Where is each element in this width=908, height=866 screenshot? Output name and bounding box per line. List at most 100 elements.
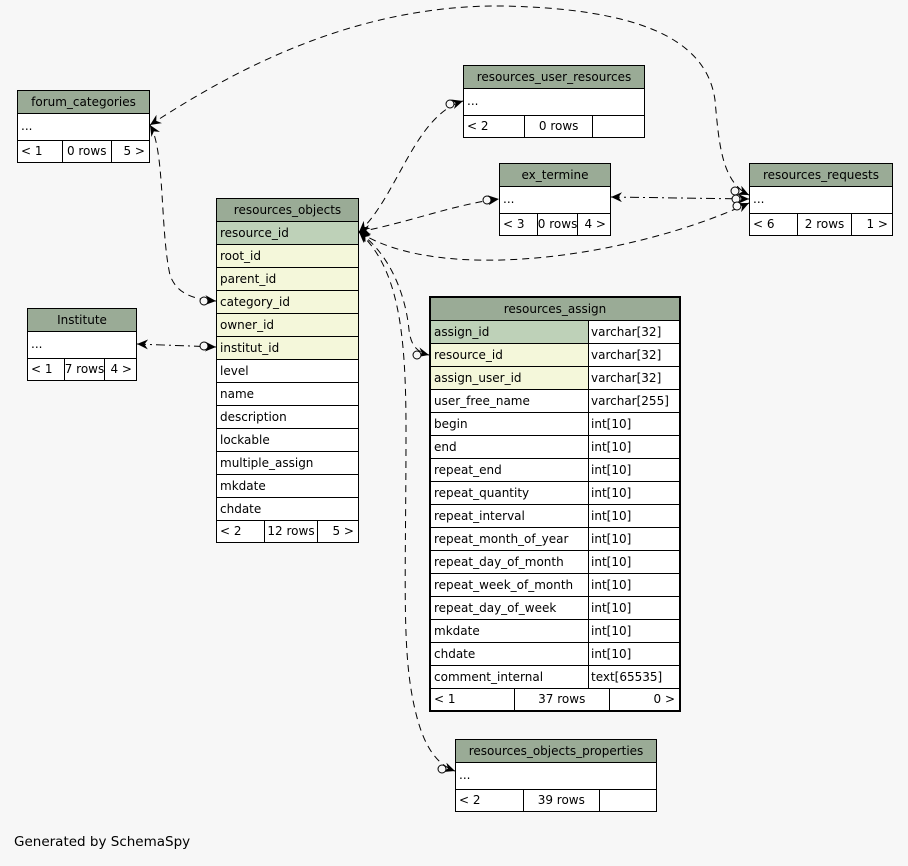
column-name: lockable — [220, 433, 270, 447]
table-forum-categories[interactable]: forum_categories ... < 1 0 rows 5 > — [17, 90, 150, 163]
column-name: repeat_month_of_year — [434, 532, 569, 546]
column-name: parent_id — [217, 268, 358, 290]
footer-children: 5 > — [317, 521, 358, 542]
table-header: resources_objects — [217, 199, 358, 222]
column-more: ... — [18, 114, 149, 140]
column-type: int[10] — [588, 482, 679, 504]
table-columns: ... — [28, 332, 136, 358]
footer-parents: < 1 — [434, 692, 456, 706]
odot-category_id — [199, 296, 209, 306]
column-parent_id: parent_id — [217, 267, 358, 290]
column-more: ... — [456, 763, 656, 789]
edge-resources_objects-resources_assign — [358, 231, 430, 358]
odot-resources_requests-bottom — [732, 201, 742, 211]
column-name: ... — [503, 192, 515, 206]
column-mkdate: mkdate int[10] — [431, 619, 679, 642]
column-name: repeat_day_of_week — [434, 601, 557, 615]
column-type: int[10] — [588, 643, 679, 665]
column-description: description — [217, 405, 358, 428]
edge-resources_objects-ex_termine — [358, 195, 500, 235]
footer-parents: < 2 — [459, 793, 481, 807]
column-name: assign_user_id — [431, 367, 588, 389]
table-resources-requests[interactable]: resources_requests ... < 6 2 rows 1 > — [749, 163, 893, 236]
table-ex-termine[interactable]: ex_termine ... < 3 0 rows 4 > — [499, 163, 611, 236]
column-name: begin — [434, 417, 468, 431]
column-name: category_id — [217, 291, 358, 313]
odot-resources_user_resources — [445, 99, 455, 109]
footer-parents: < 3 — [503, 217, 525, 231]
column-name: repeat_interval — [434, 509, 525, 523]
column-name: chdate — [220, 502, 262, 516]
column-name: resource_id — [217, 222, 358, 244]
footer-children — [592, 116, 644, 137]
odot-ex_termine — [482, 195, 492, 205]
footer-parents: < 1 — [21, 144, 43, 158]
footer-parents: < 2 — [467, 119, 489, 133]
column-lockable: lockable — [217, 428, 358, 451]
footer-children: 0 > — [608, 689, 679, 710]
column-more: ... — [464, 89, 644, 115]
table-footer: < 2 12 rows 5 > — [217, 520, 358, 542]
table-resources-user-resources[interactable]: resources_user_resources ... < 2 0 rows — [463, 65, 645, 138]
table-header: Institute — [28, 309, 136, 332]
column-chdate: chdate int[10] — [431, 642, 679, 665]
column-name: ... — [31, 337, 43, 351]
column-type: int[10] — [588, 459, 679, 481]
odot-resources_requests-top — [730, 186, 740, 196]
column-name: mkdate — [220, 479, 266, 493]
footer-row-count: 0 rows — [61, 141, 111, 162]
column-begin: begin int[10] — [431, 412, 679, 435]
footer-children: 4 > — [104, 359, 136, 380]
column-category_id: category_id — [217, 290, 358, 313]
column-multiple_assign: multiple_assign — [217, 451, 358, 474]
column-institut_id: institut_id — [217, 336, 358, 359]
table-footer: < 1 0 rows 5 > — [18, 140, 149, 162]
footer-row-count: 7 rows — [63, 359, 104, 380]
column-name: root_id — [217, 245, 358, 267]
column-type: int[10] — [588, 528, 679, 550]
column-name: institut_id — [217, 337, 358, 359]
table-footer: < 1 37 rows 0 > — [431, 688, 679, 710]
column-name: ... — [459, 768, 471, 782]
column-name: mkdate — [434, 624, 480, 638]
odot-resources_assign — [412, 350, 422, 360]
column-name: user_free_name — [434, 394, 530, 408]
column-type: int[10] — [588, 413, 679, 435]
column-name: comment_internal — [434, 670, 544, 684]
column-type: varchar[32] — [588, 321, 679, 343]
table-columns: ... — [456, 763, 656, 789]
column-name: end — [434, 440, 457, 454]
footer-row-count: 39 rows — [522, 790, 599, 811]
column-name: multiple_assign — [220, 456, 314, 470]
column-name: description — [220, 410, 287, 424]
column-name: chdate — [434, 647, 476, 661]
table-header: forum_categories — [18, 91, 149, 114]
table-footer: < 6 2 rows 1 > — [750, 213, 892, 235]
column-name: level — [220, 364, 249, 378]
table-columns: ... — [18, 114, 149, 140]
column-name: name — [220, 387, 255, 401]
table-institute[interactable]: Institute ... < 1 7 rows 4 > — [27, 308, 137, 381]
column-type: int[10] — [588, 597, 679, 619]
table-resources-objects-properties[interactable]: resources_objects_properties ... < 2 39 … — [455, 739, 657, 812]
column-name: repeat_quantity — [434, 486, 530, 500]
odot-institut_id — [199, 341, 209, 351]
footer-row-count: 2 rows — [797, 214, 850, 235]
column-name: repeat_day_of_month — [434, 555, 564, 569]
column-repeat_day_of_week: repeat_day_of_week int[10] — [431, 596, 679, 619]
column-type: int[10] — [588, 620, 679, 642]
footer-row-count: 37 rows — [513, 689, 609, 710]
table-columns: ... — [500, 187, 610, 213]
